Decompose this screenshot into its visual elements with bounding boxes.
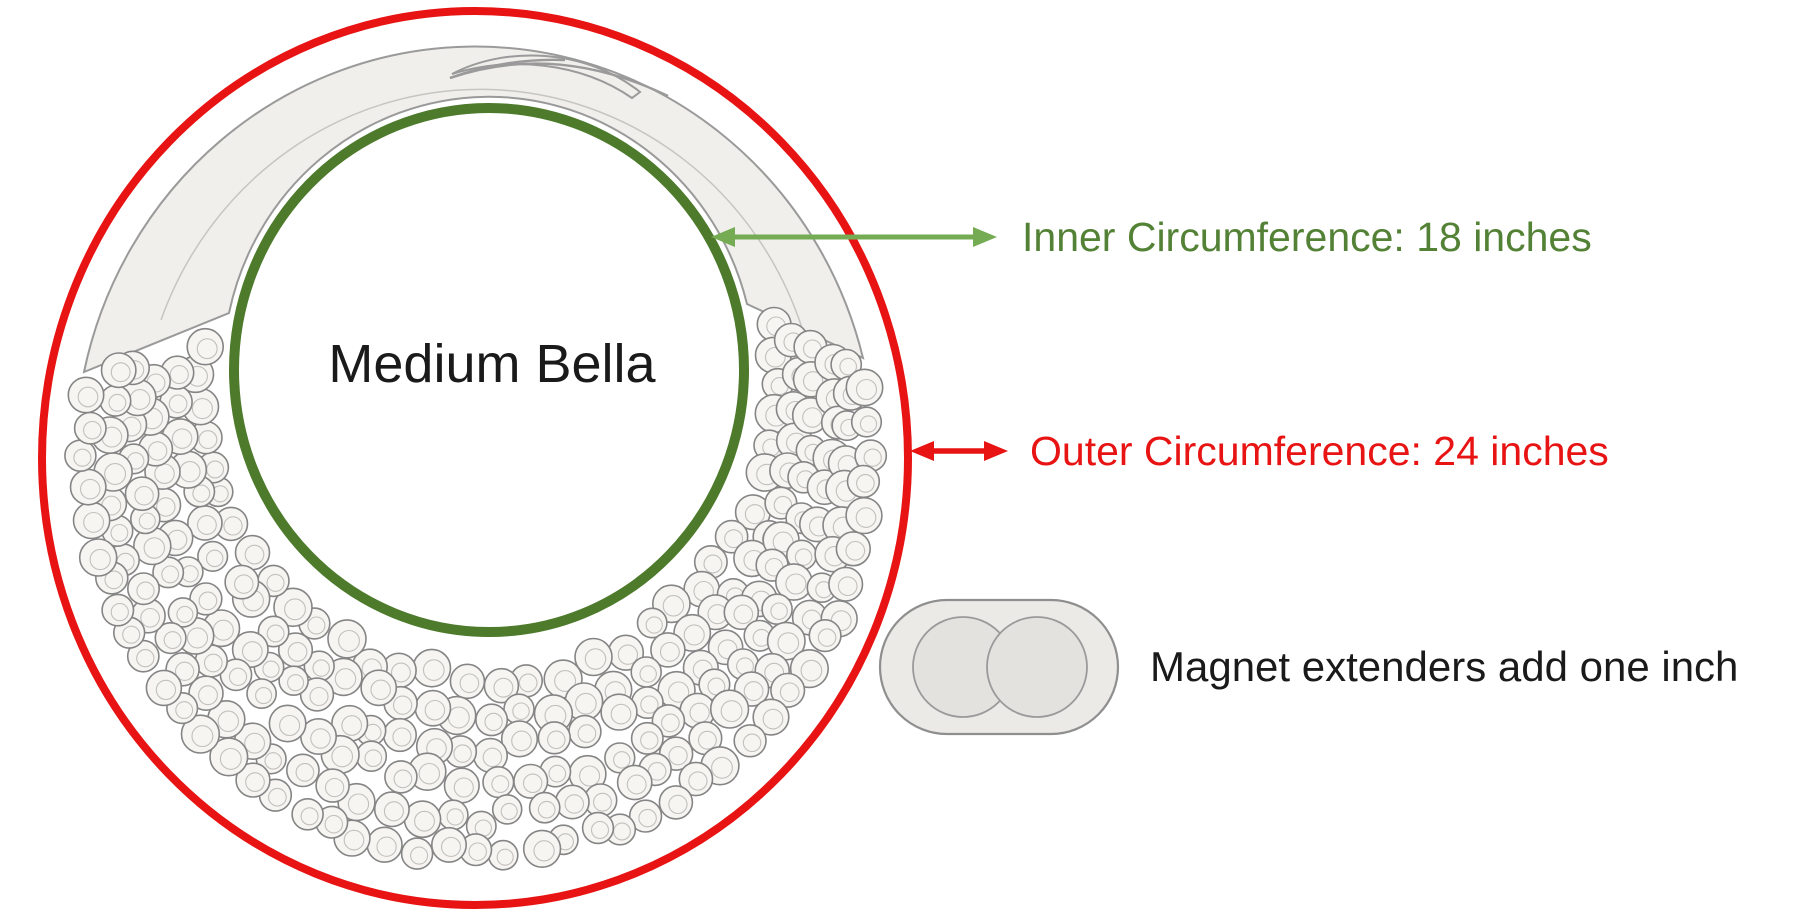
inner-circumference-circle (229, 103, 749, 637)
clasp-hook (451, 54, 642, 100)
inner-circumference-annotation: Inner Circumference: 18 inches (711, 214, 1592, 260)
inner-circumference-label: Inner Circumference: 18 inches (1022, 214, 1592, 260)
necklace-size-label: Medium Bella (328, 334, 656, 394)
magnet-note-label: Magnet extenders add one inch (1150, 643, 1738, 690)
outer-arrowhead-right-icon (984, 441, 1008, 461)
necklace-illustration: Medium Bella (38, 7, 912, 909)
necklace-band (82, 45, 865, 374)
outer-circumference-annotation: Outer Circumference: 24 inches (910, 428, 1609, 474)
band-sketch-line (160, 88, 804, 332)
necklace-beads (64, 306, 888, 871)
inner-arrowhead-right-icon (973, 227, 997, 247)
outer-circumference-circle (38, 7, 912, 909)
magnet-extender-annotation: Magnet extenders add one inch (878, 598, 1738, 736)
outer-arrowhead-left-icon (910, 441, 934, 461)
inner-arrowhead-left-icon (711, 227, 735, 247)
clasp-seam-2 (449, 58, 566, 80)
outer-circumference-label: Outer Circumference: 24 inches (1030, 428, 1609, 474)
magnet-half-right (986, 616, 1088, 718)
